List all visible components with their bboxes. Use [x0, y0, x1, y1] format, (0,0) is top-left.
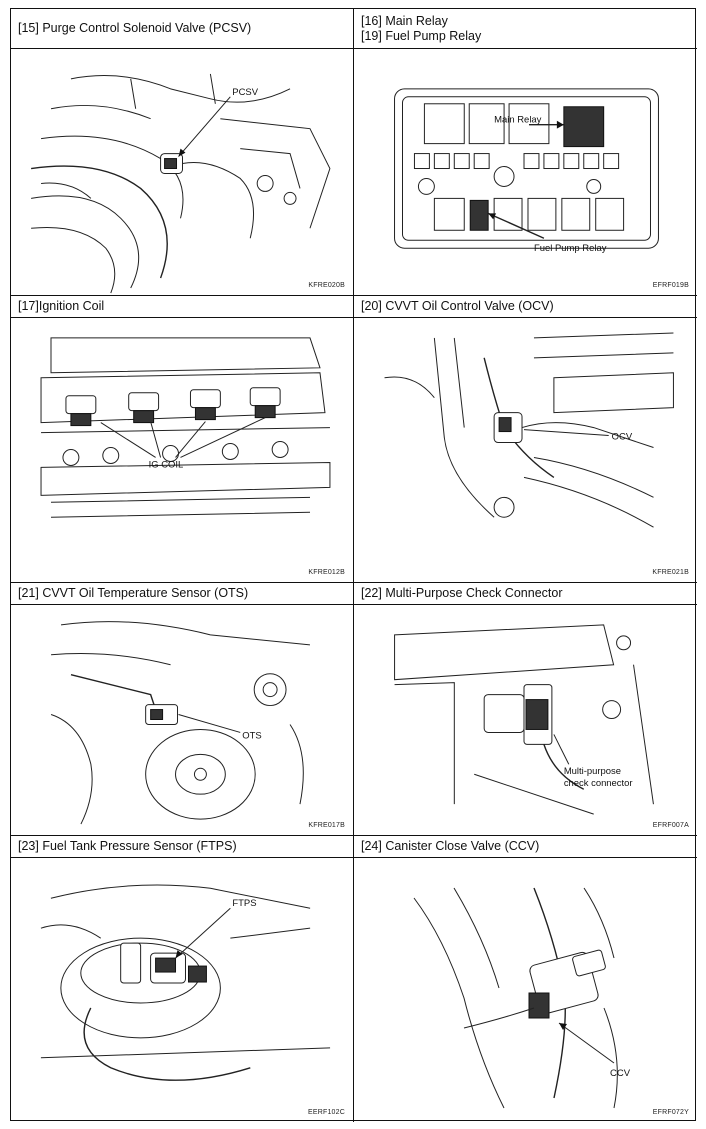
- ots-label: OTS: [242, 730, 261, 741]
- ftps-label: FTPS: [232, 898, 256, 909]
- pcsv-illustration: PCSV: [11, 49, 353, 295]
- title-text-2: [19] Fuel Pump Relay: [361, 28, 482, 43]
- title-text: [20] CVVT Oil Control Valve (OCV): [361, 299, 554, 313]
- component-location-grid: [15] Purge Control Solenoid Valve (PCSV): [10, 8, 697, 1122]
- relay-box-drawing: Main Relay Fuel Pump Relay: [394, 88, 659, 254]
- ig-coil-label: IG COIL: [149, 459, 184, 470]
- cell-ftps: [23] Fuel Tank Pressure Sensor (FTPS) FT…: [11, 836, 354, 1122]
- check-connector-drawing: Multi-purpose check connector: [394, 624, 654, 815]
- figure-code: KFRE017B: [308, 822, 345, 829]
- figure-code: KFRE020B: [308, 282, 345, 289]
- ftps-drawing: FTPS: [40, 884, 331, 1081]
- cell-title: [16] Main Relay [19] Fuel Pump Relay: [354, 9, 697, 49]
- figure-code: EFRF019B: [652, 282, 689, 289]
- cell-title: [15] Purge Control Solenoid Valve (PCSV): [11, 9, 353, 49]
- cell-title: [20] CVVT Oil Control Valve (OCV): [354, 296, 697, 318]
- ots-drawing: OTS: [50, 621, 310, 825]
- connector-label-line2: check connector: [564, 778, 633, 789]
- figure-code: EERF102C: [307, 1109, 345, 1116]
- title-text: [22] Multi-Purpose Check Connector: [361, 586, 563, 600]
- cell-ocv: [20] CVVT Oil Control Valve (OCV) OCV KF…: [354, 296, 697, 583]
- ccv-illustration: CCV: [354, 858, 697, 1122]
- title-text: [16] Main Relay: [361, 13, 448, 28]
- ocv-illustration: OCV: [354, 318, 697, 582]
- cell-ccv: [24] Canister Close Valve (CCV) CCV EFRF…: [354, 836, 697, 1122]
- ignition-coil-illustration: IG COIL: [11, 318, 353, 582]
- cell-title: [23] Fuel Tank Pressure Sensor (FTPS): [11, 836, 353, 858]
- figure-code: EFRF007A: [652, 822, 689, 829]
- cell-title: [21] CVVT Oil Temperature Sensor (OTS): [11, 583, 353, 605]
- cell-check-connector: [22] Multi-Purpose Check Connector Multi…: [354, 583, 697, 836]
- cell-pcsv: [15] Purge Control Solenoid Valve (PCSV): [11, 9, 354, 296]
- cell-ots: [21] CVVT Oil Temperature Sensor (OTS) O…: [11, 583, 354, 836]
- cell-title: [22] Multi-Purpose Check Connector: [354, 583, 697, 605]
- cell-title: [24] Canister Close Valve (CCV): [354, 836, 697, 858]
- cell-title: [17]Ignition Coil: [11, 296, 353, 318]
- title-text: [17]Ignition Coil: [18, 299, 105, 313]
- ots-illustration: OTS: [11, 605, 353, 835]
- title-text: [21] CVVT Oil Temperature Sensor (OTS): [18, 586, 249, 600]
- figure-code: EFRF072Y: [652, 1109, 689, 1116]
- relay-box-illustration: Main Relay Fuel Pump Relay: [354, 49, 697, 295]
- figure-code: KFRE021B: [652, 569, 689, 576]
- main-relay-label: Main Relay: [494, 115, 542, 126]
- connector-label-line1: Multi-purpose: [564, 766, 621, 777]
- title-text: [15] Purge Control Solenoid Valve (PCSV): [18, 21, 252, 35]
- title-text: [24] Canister Close Valve (CCV): [361, 839, 540, 853]
- cell-relays: [16] Main Relay [19] Fuel Pump Relay: [354, 9, 697, 296]
- check-connector-illustration: Multi-purpose check connector: [354, 605, 697, 835]
- cell-ignition-coil: [17]Ignition Coil: [11, 296, 354, 583]
- pcsv-drawing: PCSV: [31, 73, 331, 294]
- fuel-pump-relay-label: Fuel Pump Relay: [534, 243, 607, 254]
- ignition-coil-drawing: IG COIL: [40, 337, 331, 518]
- pcsv-label: PCSV: [232, 87, 258, 98]
- ocv-label: OCV: [612, 432, 633, 443]
- figure-code: KFRE012B: [308, 569, 345, 576]
- ccv-label: CCV: [610, 1068, 631, 1079]
- ocv-drawing: OCV: [384, 332, 674, 528]
- ftps-illustration: FTPS: [11, 858, 353, 1122]
- ccv-drawing: CCV: [413, 887, 631, 1109]
- title-text: [23] Fuel Tank Pressure Sensor (FTPS): [18, 839, 237, 853]
